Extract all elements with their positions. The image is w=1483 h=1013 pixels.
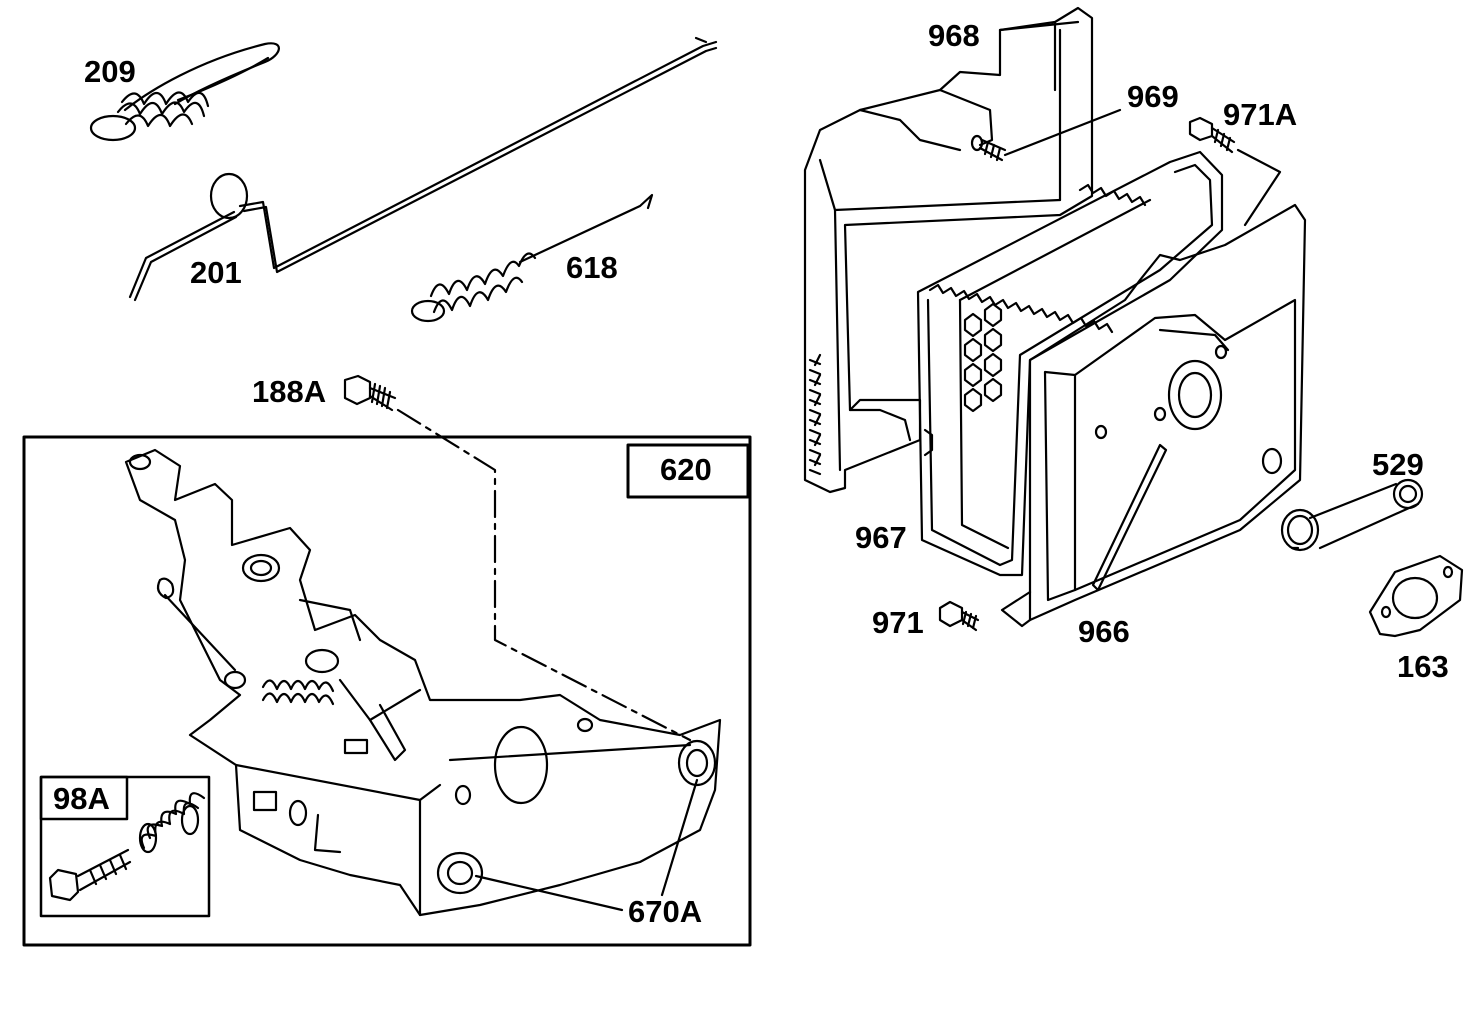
label-966: 966 [1078, 614, 1130, 649]
part-98A-screw-and-spring [48, 792, 206, 902]
label-618: 618 [566, 250, 618, 285]
part-968-air-cleaner-base [803, 6, 1094, 494]
label-971: 971 [872, 605, 924, 640]
label-201: 201 [190, 255, 242, 290]
label-209: 209 [84, 54, 136, 89]
label-188A: 188A [252, 374, 326, 409]
label-969: 969 [1127, 79, 1179, 114]
label-163: 163 [1397, 649, 1449, 684]
part-529-breather-tube [1280, 478, 1424, 552]
label-529: 529 [1372, 447, 1424, 482]
label-967: 967 [855, 520, 907, 555]
label-971A: 971A [1223, 97, 1297, 132]
label-968: 968 [928, 18, 980, 53]
part-971A-screw [1188, 116, 1282, 227]
part-188A-screw [343, 374, 397, 412]
part-620-control-bracket [124, 448, 722, 917]
part-967-filter-element [916, 150, 1224, 577]
part-971-screw [938, 600, 980, 632]
part-618-extension-spring [410, 193, 654, 323]
part-969-stud [970, 108, 1122, 162]
leader-670A [474, 778, 699, 912]
part-98A-label-box [39, 775, 129, 821]
label-670A: 670A [628, 894, 702, 929]
label-98A: 98A [53, 781, 110, 816]
part-209-spring-link [89, 42, 280, 142]
part-163-gasket [1368, 554, 1464, 638]
part-966-air-cleaner-cover [1000, 203, 1307, 628]
label-620: 620 [660, 452, 712, 487]
part-620-label-box [626, 443, 750, 499]
part-620-frame [22, 435, 752, 947]
leader-188A [396, 408, 692, 742]
part-201-link-rod [128, 36, 718, 302]
